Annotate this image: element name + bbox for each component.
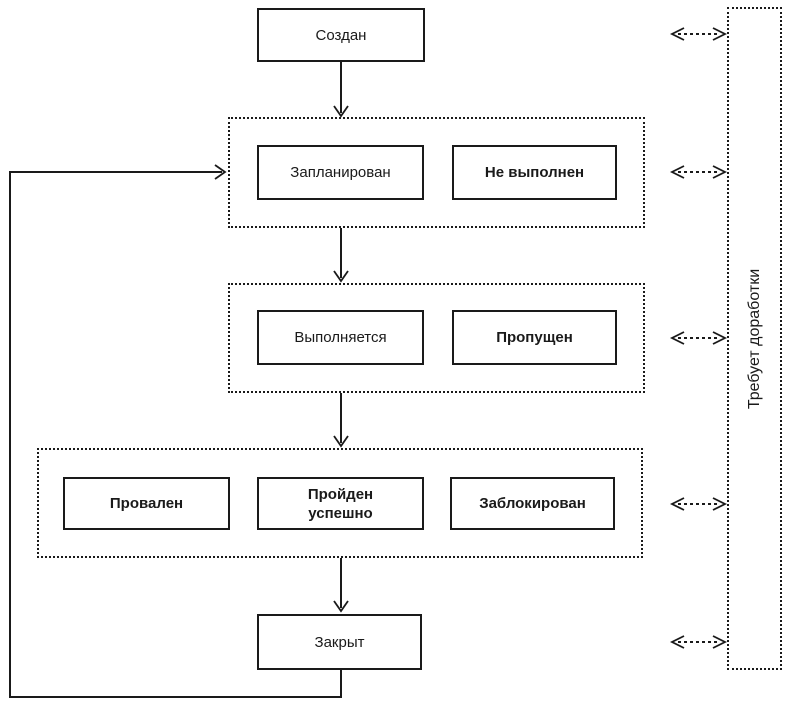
node-planned: Запланирован [257,145,424,200]
node-created: Создан [257,8,425,62]
rework-link-created-head-right [712,27,728,41]
rework-panel: Требует доработки [727,7,782,670]
rework-link-result-head-right [712,497,728,511]
node-created-label: Создан [315,26,367,44]
node-skipped: Пропущен [452,310,617,365]
node-passed: Пройден успешно [257,477,424,530]
rework-link-closed-head-left [669,635,685,649]
node-closed: Закрыт [257,614,422,670]
node-in-progress-label: Выполняется [294,329,387,346]
rework-link-planned-head-right [712,165,728,179]
rework-link-result-head-left [669,497,685,511]
node-passed-label: Пройден успешно [307,485,374,522]
arrowhead-down-3 [333,435,349,448]
node-not-executed: Не выполнен [452,145,617,200]
rework-link-planned-head-left [669,165,685,179]
node-in-progress: Выполняется [257,310,424,365]
arrowhead-down-1 [333,105,349,118]
rework-link-execution-head-left [669,331,685,345]
node-blocked-label: Заблокирован [479,495,586,512]
node-not-executed-label: Не выполнен [484,164,585,181]
rework-link-created-head-left [669,27,685,41]
node-failed-label: Провален [109,495,184,512]
node-failed: Провален [63,477,230,530]
rework-link-execution-head-right [712,331,728,345]
node-planned-label: Запланирован [290,164,391,181]
arrowhead-down-4 [333,600,349,613]
node-skipped-label: Пропущен [496,329,573,346]
arrowhead-down-2 [333,270,349,283]
rework-panel-label: Требует доработки [745,268,763,409]
rework-link-closed-head-right [712,635,728,649]
node-closed-label: Закрыт [314,633,365,651]
arrowhead-feedback [214,164,227,180]
node-blocked: Заблокирован [450,477,615,530]
